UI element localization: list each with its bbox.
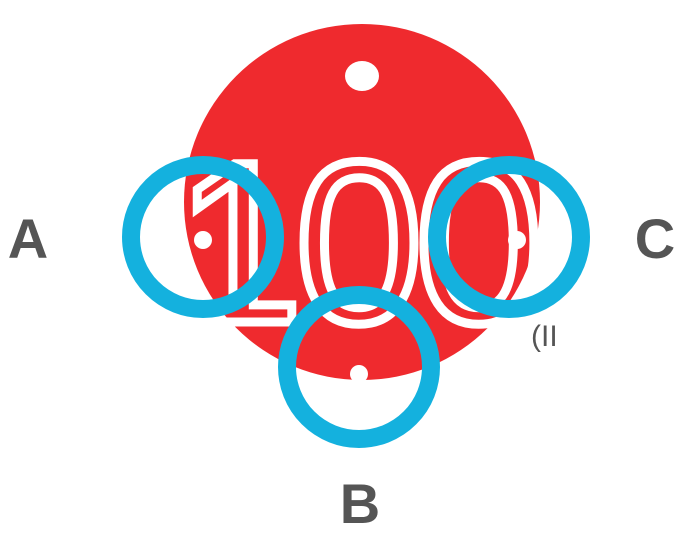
marker-a-ring	[122, 156, 284, 318]
tag-number: 100	[175, 114, 535, 371]
label-c: C	[635, 207, 675, 270]
label-b: B	[340, 472, 380, 533]
marker-c-dot	[508, 231, 526, 249]
tag-hole	[345, 61, 379, 91]
marker-a	[122, 156, 284, 318]
marker-b-dot	[350, 365, 368, 383]
marker-b	[278, 286, 440, 448]
marker-c-ring	[428, 156, 590, 318]
small-text: (II	[531, 320, 558, 353]
marker-c	[428, 156, 590, 318]
marker-b-ring	[278, 286, 440, 448]
label-a: A	[8, 207, 48, 270]
marker-a-dot	[194, 231, 212, 249]
